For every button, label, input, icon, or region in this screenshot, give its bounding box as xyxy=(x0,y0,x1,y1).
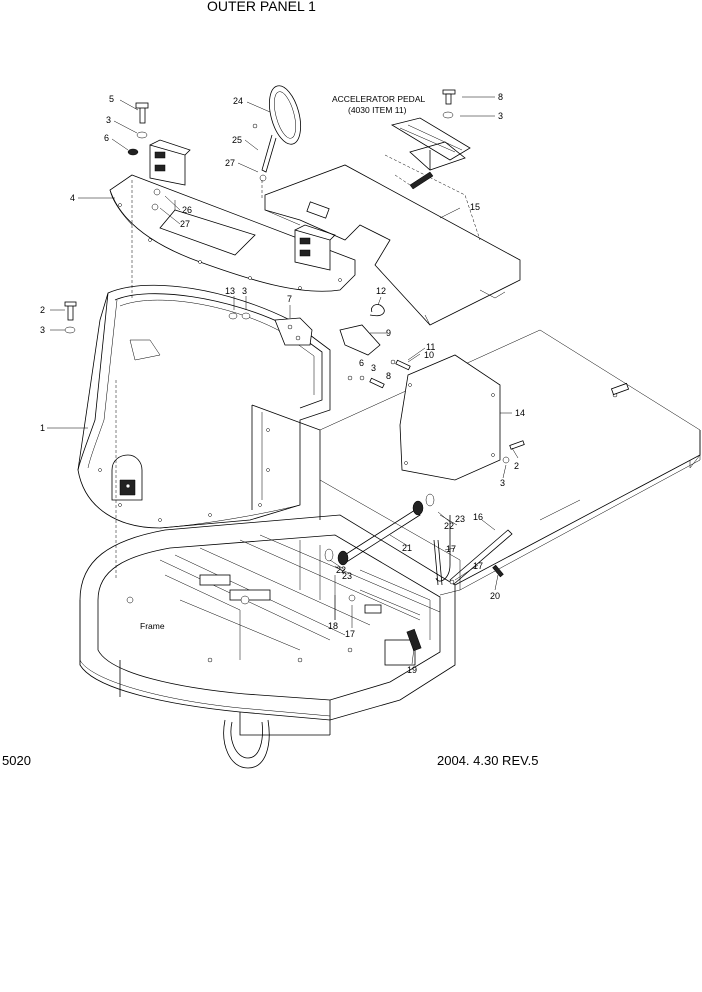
callout-13: 13 xyxy=(225,286,235,296)
callout-14: 14 xyxy=(515,408,525,418)
callout-6: 6 xyxy=(359,358,364,368)
callout-17: 17 xyxy=(446,544,456,554)
frame-label: Frame xyxy=(140,621,165,631)
callout-6: 6 xyxy=(104,133,109,143)
callout-22: 22 xyxy=(444,521,454,531)
callout-15: 15 xyxy=(470,202,480,212)
callout-3: 3 xyxy=(371,363,376,373)
accelerator-pedal-ref: (4030 ITEM 11) xyxy=(348,105,407,115)
callout-25: 25 xyxy=(232,135,242,145)
callout-3: 3 xyxy=(40,325,45,335)
callout-2: 2 xyxy=(514,461,519,471)
callout-20: 20 xyxy=(490,591,500,601)
callout-3: 3 xyxy=(498,111,503,121)
cover-plate xyxy=(399,354,525,481)
callout-4: 4 xyxy=(70,193,75,203)
callouts: 5 3 6 4 2 3 1 24 25 27 26 27 8 3 15 7 13… xyxy=(40,92,525,675)
page-title: OUTER PANEL 1 xyxy=(207,0,316,14)
callout-3: 3 xyxy=(242,286,247,296)
page-number: 5020 xyxy=(2,753,31,768)
callout-2: 2 xyxy=(40,305,45,315)
accelerator-pedal xyxy=(390,117,471,190)
bracket-hardware xyxy=(228,304,411,389)
callout-11: 11 xyxy=(426,342,435,352)
callout-18: 18 xyxy=(328,621,338,631)
screws xyxy=(64,89,456,334)
callout-12: 12 xyxy=(376,286,386,296)
callout-3: 3 xyxy=(106,115,111,125)
callout-16: 16 xyxy=(473,512,483,522)
frame-assembly xyxy=(79,514,456,769)
callout-8: 8 xyxy=(386,371,391,381)
outer-panel xyxy=(77,180,331,580)
callout-23: 23 xyxy=(455,514,465,524)
callout-5: 5 xyxy=(109,94,114,104)
callout-1: 1 xyxy=(40,423,45,433)
leader-lines xyxy=(47,96,519,665)
callout-27: 27 xyxy=(180,219,190,229)
revision-date: 2004. 4.30 REV.5 xyxy=(437,753,538,768)
floor-plate xyxy=(264,154,521,326)
callout-24: 24 xyxy=(233,96,243,106)
callout-17: 17 xyxy=(473,561,483,571)
top-panel xyxy=(109,139,356,292)
callout-27: 27 xyxy=(225,158,235,168)
callout-26: 26 xyxy=(182,205,192,215)
side-wall xyxy=(251,329,701,596)
callout-21: 21 xyxy=(402,543,412,553)
callout-7: 7 xyxy=(287,294,292,304)
callout-17: 17 xyxy=(345,629,355,639)
callout-9: 9 xyxy=(386,328,391,338)
callout-3: 3 xyxy=(500,478,505,488)
callout-23: 23 xyxy=(342,571,352,581)
mirror-assembly xyxy=(252,85,301,200)
linkage-shafts xyxy=(324,493,513,586)
accelerator-pedal-label: ACCELERATOR PEDAL xyxy=(332,94,425,104)
callout-22: 22 xyxy=(336,565,346,575)
callout-19: 19 xyxy=(407,665,417,675)
callout-8: 8 xyxy=(498,92,503,102)
callout-10: 10 xyxy=(424,350,434,360)
